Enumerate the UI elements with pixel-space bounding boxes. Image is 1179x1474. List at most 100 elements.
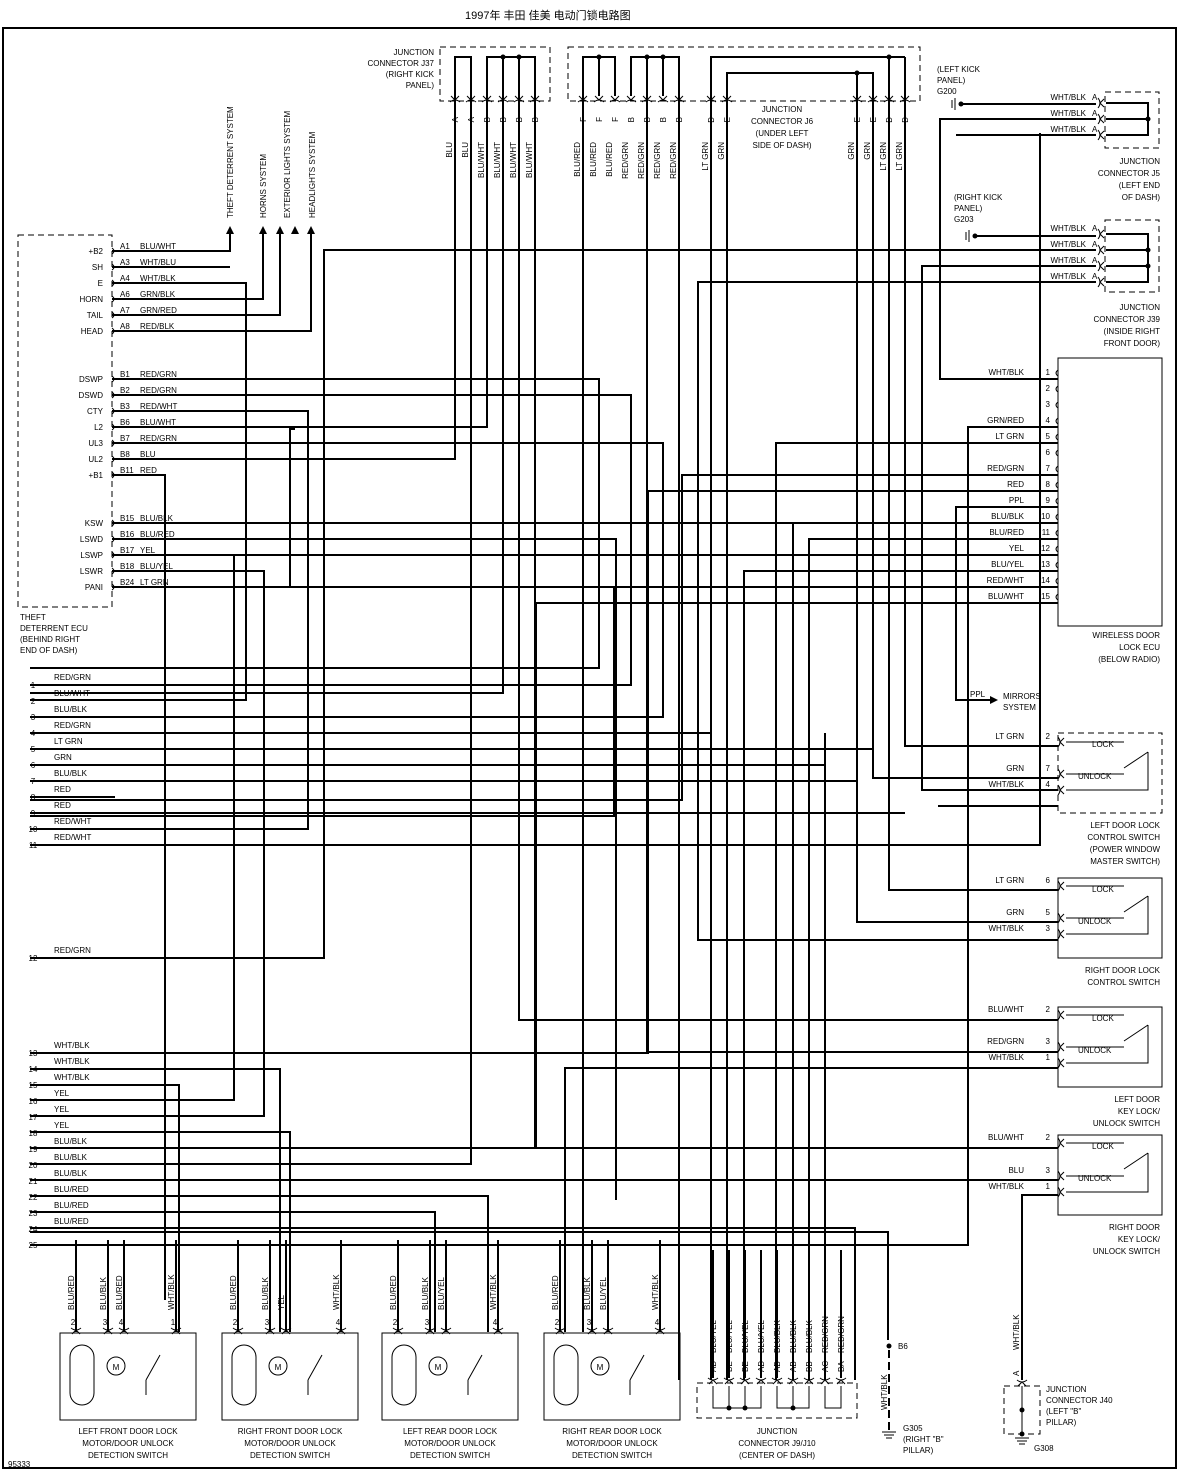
connector-pin-icon	[1097, 97, 1105, 109]
wire	[486, 56, 536, 96]
wireless-ecu-label: WIRELESS DOOR	[1092, 631, 1160, 640]
wire-color-label: YEL	[54, 1121, 70, 1130]
pin-id: 1	[171, 1318, 176, 1327]
wire-color-label: RED/GRN	[837, 1316, 846, 1353]
wire	[792, 522, 1058, 1380]
arrow-icon	[307, 226, 315, 234]
j5-label: JUNCTION	[1120, 157, 1161, 166]
connector-pin-icon	[1055, 481, 1059, 489]
splice-dot	[1019, 1431, 1025, 1437]
wire-color-label: WHT/BLU	[140, 258, 176, 267]
wire-color-label: WHT/BLK	[1050, 224, 1086, 233]
wire-color-label: WHT/BLK	[1012, 1314, 1021, 1350]
wire-color-label: GRN	[847, 142, 856, 160]
connector-pin-icon	[1057, 1057, 1065, 1069]
wire-color-label: WHT/BLK	[651, 1274, 660, 1310]
splice-dot	[660, 54, 666, 60]
wire-color-label: BLU/RED	[54, 1217, 89, 1226]
ecu-label: THEFT	[20, 613, 46, 622]
connector-pin-icon	[1057, 736, 1065, 748]
connector-pin-icon	[602, 1327, 614, 1335]
wire-color-label: RED	[1007, 480, 1024, 489]
wire-color-label: PPL	[1009, 496, 1025, 505]
arrow-icon	[291, 226, 299, 234]
wire	[30, 1227, 856, 1380]
ecu-pin-name: CTY	[87, 407, 104, 416]
row-number: 21	[29, 1177, 38, 1186]
connector-pin-icon	[424, 1327, 436, 1335]
ecu-pin-name: DSWD	[79, 391, 104, 400]
wire-color-label: BLU/WHT	[493, 142, 502, 178]
connector-pin-icon	[1097, 129, 1105, 141]
wireless-ecu-label: (BELOW RADIO)	[1098, 655, 1160, 664]
connector-pin-icon	[492, 1327, 504, 1335]
wire-color-label: BLU/YEL	[599, 1277, 608, 1310]
connector-pin-icon	[1055, 465, 1059, 473]
ecu-pin-name: HEAD	[81, 327, 103, 336]
row-number: 3	[31, 713, 36, 722]
ecu-pin-id: A4	[120, 274, 130, 283]
wire-color-label: GRN/RED	[140, 306, 177, 315]
switch-contact-icon	[1066, 741, 1149, 791]
wire-color-label: BLU/WHT	[988, 1133, 1024, 1142]
connector-pin-icon	[1057, 1009, 1065, 1021]
switch-box	[1057, 732, 1163, 814]
wire-color-label: WHT/BLK	[988, 1182, 1024, 1191]
connector-pin-icon	[118, 1327, 130, 1335]
wire-color-label: RED/GRN	[621, 142, 630, 179]
wire-color-label: WHT/BLK	[880, 1374, 889, 1410]
wire-color-label: BLU/WHT	[988, 592, 1024, 601]
ecu-label: DETERRENT ECU	[20, 624, 88, 633]
wire-color-label: WHT/BLK	[489, 1274, 498, 1310]
wire-color-label: BLU/RED	[389, 1275, 398, 1310]
splice-dot	[1145, 116, 1151, 122]
connector-pin-icon	[1055, 401, 1059, 409]
motor-icon	[106, 1356, 126, 1376]
wire-color-label: BLU/RED	[140, 530, 175, 539]
pin-id: B	[627, 117, 636, 122]
wire-color-label: GRN	[717, 142, 726, 160]
connector-pin-icon	[723, 1377, 735, 1385]
wire	[30, 96, 472, 1165]
connector-pin-icon	[803, 1377, 815, 1385]
pin-id: A	[1092, 256, 1098, 265]
pin-id: 9	[1046, 496, 1051, 505]
wire-color-label: LT GRN	[995, 876, 1024, 885]
pin-id: AD	[757, 1361, 766, 1372]
ecu-pin-id: A7	[120, 306, 130, 315]
switch-contact-icon	[145, 1354, 161, 1395]
wire-color-label: LT GRN	[895, 142, 904, 171]
wire	[112, 232, 264, 300]
switch-label: UNLOCK SWITCH	[1093, 1247, 1160, 1256]
wire-color-label: LT GRN	[995, 432, 1024, 441]
j37-label: CONNECTOR J37	[367, 59, 434, 68]
ecu-pin-id: B3	[120, 402, 130, 411]
wire-color-label: BLU/RED	[54, 1185, 89, 1194]
pin-id: A	[1092, 224, 1098, 233]
connector-pin-icon	[1055, 497, 1059, 505]
motor-label: MOTOR/DOOR UNLOCK	[244, 1439, 336, 1448]
junction-connector-j37	[439, 46, 551, 102]
wire-color-label: BLU/BLK	[54, 769, 88, 778]
ecu-pin-id: B6	[120, 418, 130, 427]
j40-label: PILLAR)	[1046, 1418, 1077, 1427]
wire-color-label: LT GRN	[701, 142, 710, 171]
pin-id: BA	[837, 1361, 846, 1372]
system-label: THEFT DETERRENT SYSTEM	[226, 106, 235, 218]
wire	[112, 232, 281, 316]
pin-id: 4	[336, 1318, 341, 1327]
wire	[697, 281, 1096, 941]
heater-icon	[69, 1344, 95, 1406]
pin-id: 2	[1046, 1005, 1051, 1014]
wire	[30, 410, 309, 830]
connector-pin-icon	[1097, 244, 1105, 256]
row-number: 18	[29, 1129, 38, 1138]
wire-color-label: BLU/RED	[589, 142, 598, 177]
wire-color-label: WHT/BLK	[167, 1274, 176, 1310]
wire-color-label: BLU/WHT	[509, 142, 518, 178]
pin-id: 11	[1042, 528, 1051, 537]
wire-color-label: BLU/BLK	[991, 512, 1025, 521]
switch-box	[1057, 1134, 1163, 1216]
row-number: 10	[29, 825, 38, 834]
